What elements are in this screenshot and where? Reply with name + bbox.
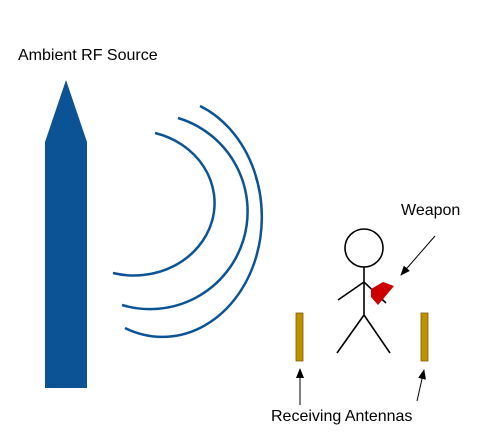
- antenna-icon: [420, 312, 429, 362]
- person-head: [344, 228, 384, 268]
- rf-source-label: Ambient RF Source: [18, 47, 158, 64]
- receiving-antennas-label: Receiving Antennas: [271, 408, 413, 425]
- person-right-leg: [363, 314, 391, 354]
- radio-wave-inner: [112, 131, 216, 277]
- antenna-icon: [295, 312, 304, 362]
- weapon-icon: [371, 282, 394, 305]
- person-left-leg: [336, 314, 365, 354]
- radio-wave-outer: [124, 104, 264, 339]
- radio-wave-middle: [121, 116, 249, 311]
- weapon-label: Weapon: [401, 202, 461, 219]
- radio-wave-icon: [112, 104, 264, 339]
- weapon-pointer-arrow: [400, 235, 436, 276]
- antenna-right-pointer-arrow: [416, 369, 426, 402]
- person-left-arm: [337, 281, 365, 301]
- rf-tower-icon: [45, 80, 87, 388]
